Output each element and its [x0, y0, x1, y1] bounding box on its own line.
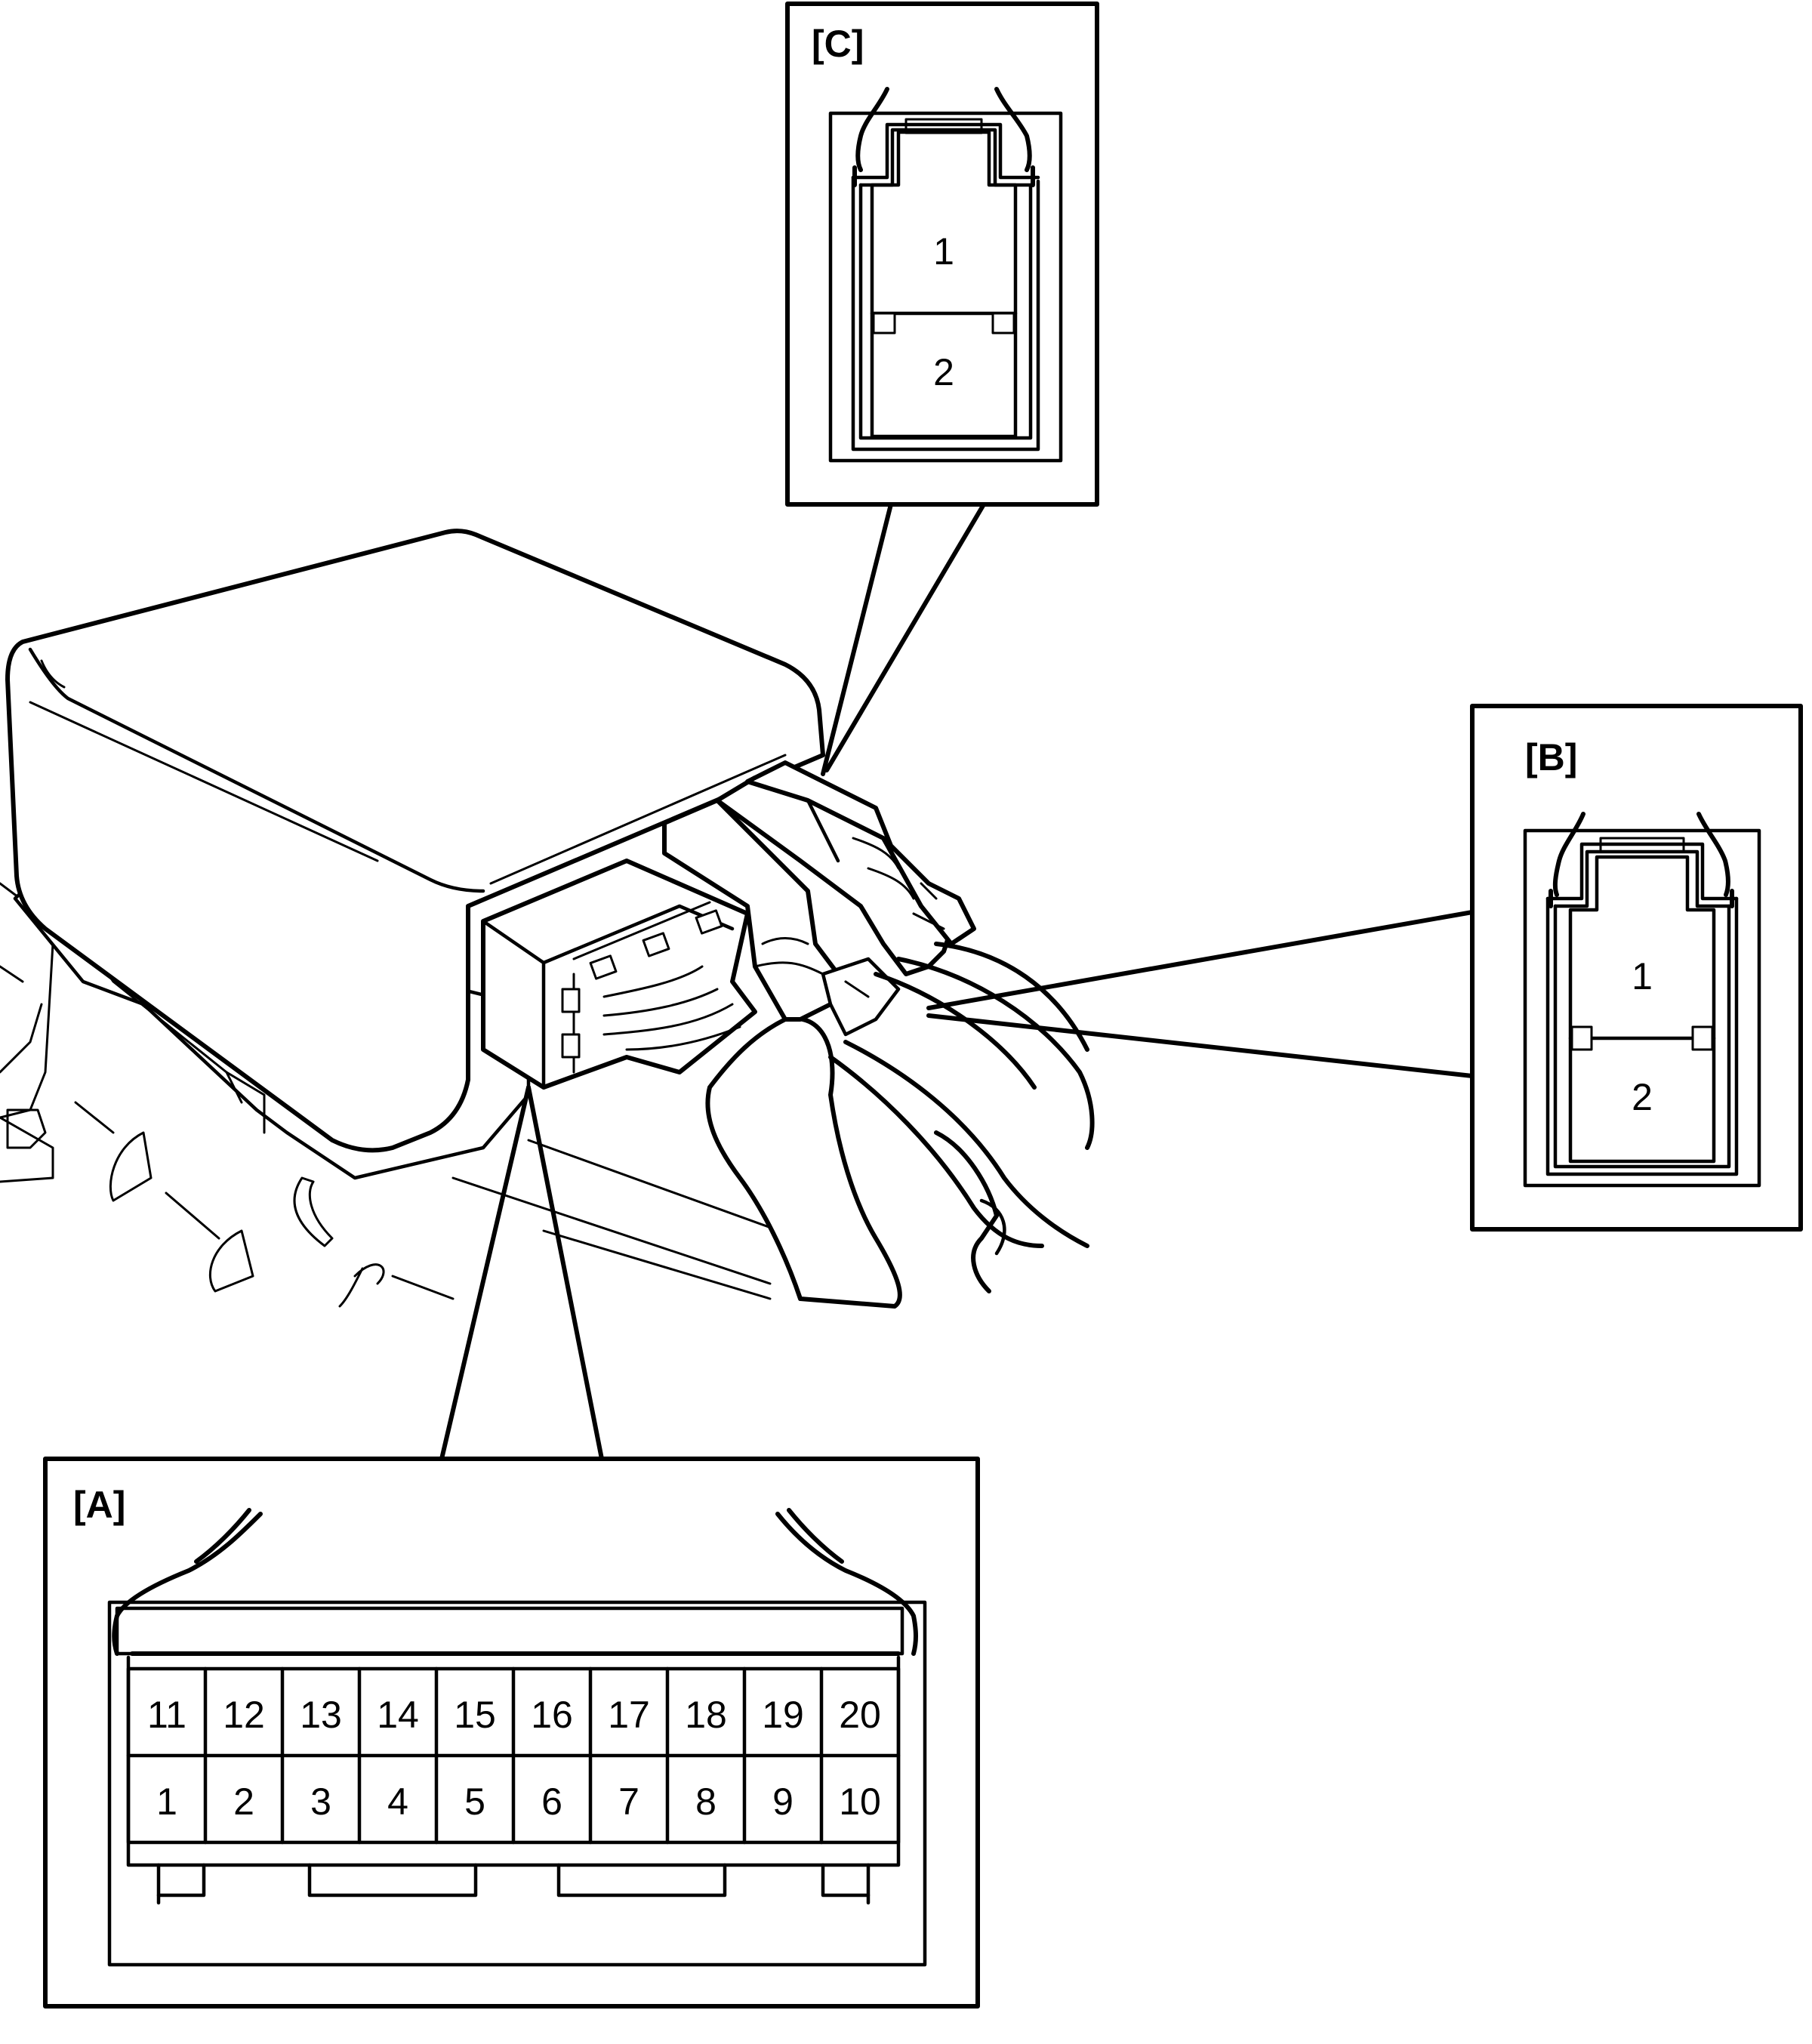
inset-a-pin-grid — [126, 1666, 901, 1845]
connector-b-body — [662, 798, 901, 1037]
inset-c-label: [C] — [812, 23, 864, 65]
inset-a-pin-5: 5 — [464, 1780, 485, 1823]
inset-a-pin-4: 4 — [387, 1780, 408, 1823]
inset-a-pin-6: 6 — [541, 1780, 562, 1823]
inset-a-pin-12: 12 — [223, 1694, 265, 1736]
inset-a-pin-8: 8 — [695, 1780, 716, 1823]
inset-c-pin-2: 2 — [933, 351, 954, 393]
inset-a-pin-2: 2 — [233, 1780, 254, 1823]
inset-b-frame — [1470, 704, 1803, 1232]
inset-c-frame — [785, 2, 1099, 507]
inset-c: [C] 1 2 — [785, 2, 1099, 507]
inset-a-pin-14: 14 — [377, 1694, 419, 1736]
inset-b: [B] 1 2 — [1470, 704, 1803, 1232]
mounting-bracket — [0, 882, 802, 1308]
inset-b-housing — [1523, 828, 1761, 1188]
inset-c-pin-1: 1 — [933, 230, 954, 273]
inset-a-pin-9: 9 — [772, 1780, 794, 1823]
inset-a-housing — [107, 1600, 927, 1967]
inset-a-pin-13: 13 — [300, 1694, 342, 1736]
unit-housing — [5, 529, 825, 1153]
inset-b-label: [B] — [1525, 736, 1577, 778]
inset-a-pin-3: 3 — [310, 1780, 331, 1823]
connector-c-body — [715, 760, 976, 976]
inset-a-pin-11: 11 — [147, 1694, 186, 1736]
inset-a-pin-1: 1 — [156, 1780, 177, 1823]
inset-a-pin-16: 16 — [531, 1694, 573, 1736]
inset-a-pin-10: 10 — [839, 1780, 881, 1823]
connector-a-body — [481, 859, 757, 1090]
harness-a — [705, 1016, 902, 1309]
inset-a-pin-20: 20 — [839, 1694, 881, 1736]
inset-a-pin-19: 19 — [762, 1694, 804, 1736]
inset-a-label: [A] — [73, 1484, 125, 1526]
inset-a-pin-7: 7 — [618, 1780, 639, 1823]
inset-a-pin-15: 15 — [454, 1694, 496, 1736]
inset-b-pin-1: 1 — [1632, 955, 1653, 997]
inset-b-pin-2: 2 — [1632, 1076, 1653, 1118]
inset-a-pin-17: 17 — [608, 1694, 650, 1736]
inset-c-housing — [828, 111, 1063, 463]
inset-a: [A] 11 — [43, 1457, 980, 2009]
callout-leaders — [439, 502, 1475, 1461]
control-unit-illustration — [0, 529, 1095, 1309]
inset-a-pin-18: 18 — [685, 1694, 727, 1736]
